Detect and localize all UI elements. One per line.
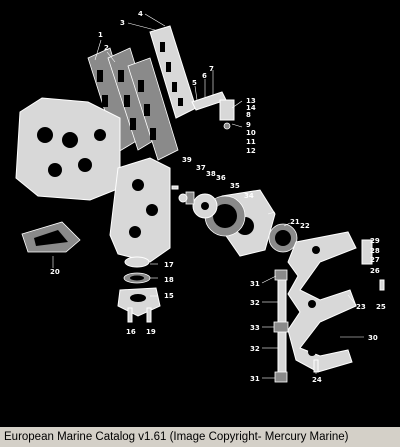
callout-24: 24 [312, 376, 322, 384]
callout-7: 7 [209, 65, 214, 73]
callout-32-bottom: 32 [250, 345, 260, 353]
stud-27-29 [361, 239, 373, 265]
callout-21: 21 [290, 218, 300, 226]
bracket-assembly [219, 99, 235, 130]
callout-26: 26 [370, 267, 380, 275]
callout-2: 2 [104, 44, 109, 52]
gasket-20 [21, 221, 81, 253]
housing-15 [117, 287, 161, 317]
gasket-ring-22 [268, 223, 298, 253]
callout-29: 29 [370, 237, 380, 245]
callout-15: 15 [164, 292, 174, 300]
seal-17 [124, 256, 150, 268]
screw-39 [171, 185, 179, 190]
callout-22: 22 [300, 222, 310, 230]
bolt-25 [379, 279, 385, 291]
callout-34: 34 [244, 192, 254, 200]
engine-block [15, 97, 121, 201]
callout-8: 8 [246, 111, 251, 119]
callout-33: 33 [250, 324, 260, 332]
cylinder-head-pair [127, 57, 179, 161]
washer-38 [178, 193, 188, 203]
callout-13: 13 [246, 97, 256, 105]
callout-1: 1 [98, 31, 103, 39]
callout-35: 35 [230, 182, 240, 190]
callout-4: 4 [138, 10, 143, 18]
cover-plate-3 [149, 25, 197, 119]
o-ring-18 [123, 272, 151, 284]
callout-37: 37 [196, 164, 206, 172]
crankcase-block [109, 157, 171, 263]
bolt-16 [127, 307, 133, 323]
callout-16: 16 [126, 328, 136, 336]
fitting-31-top [274, 269, 288, 281]
callout-11: 11 [246, 138, 256, 146]
copyright-caption: European Marine Catalog v1.61 (Image Cop… [0, 427, 400, 447]
callout-3: 3 [120, 19, 125, 27]
callout-20: 20 [50, 268, 60, 276]
fitting-33 [273, 321, 289, 333]
callout-38: 38 [206, 170, 216, 178]
callout-25: 25 [376, 303, 386, 311]
diaphragm-36 [192, 193, 218, 219]
callout-6: 6 [202, 72, 207, 80]
callout-17: 17 [164, 261, 174, 269]
callout-19: 19 [146, 328, 156, 336]
callout-18: 18 [164, 276, 174, 284]
fitting-31-bottom [274, 371, 288, 383]
bolt-24 [313, 359, 319, 373]
callout-31-bottom: 31 [250, 375, 260, 383]
callout-9: 9 [246, 121, 251, 129]
bolt-19 [146, 307, 152, 323]
callout-14: 14 [246, 104, 256, 112]
callout-10: 10 [246, 129, 256, 137]
callout-31-top: 31 [250, 280, 260, 288]
callout-12: 12 [246, 147, 256, 155]
callout-36: 36 [216, 174, 226, 182]
callout-32-top: 32 [250, 299, 260, 307]
callout-28: 28 [370, 247, 380, 255]
callout-27: 27 [370, 256, 380, 264]
callout-5: 5 [192, 79, 197, 87]
callout-labels: 1 2 3 4 5 6 7 8 9 10 11 12 13 14 15 16 1… [50, 10, 386, 384]
callout-30: 30 [368, 334, 378, 342]
callout-23: 23 [356, 303, 366, 311]
manifold-30 [287, 231, 357, 373]
callout-39: 39 [182, 156, 192, 164]
leader-lines [52, 13, 364, 379]
